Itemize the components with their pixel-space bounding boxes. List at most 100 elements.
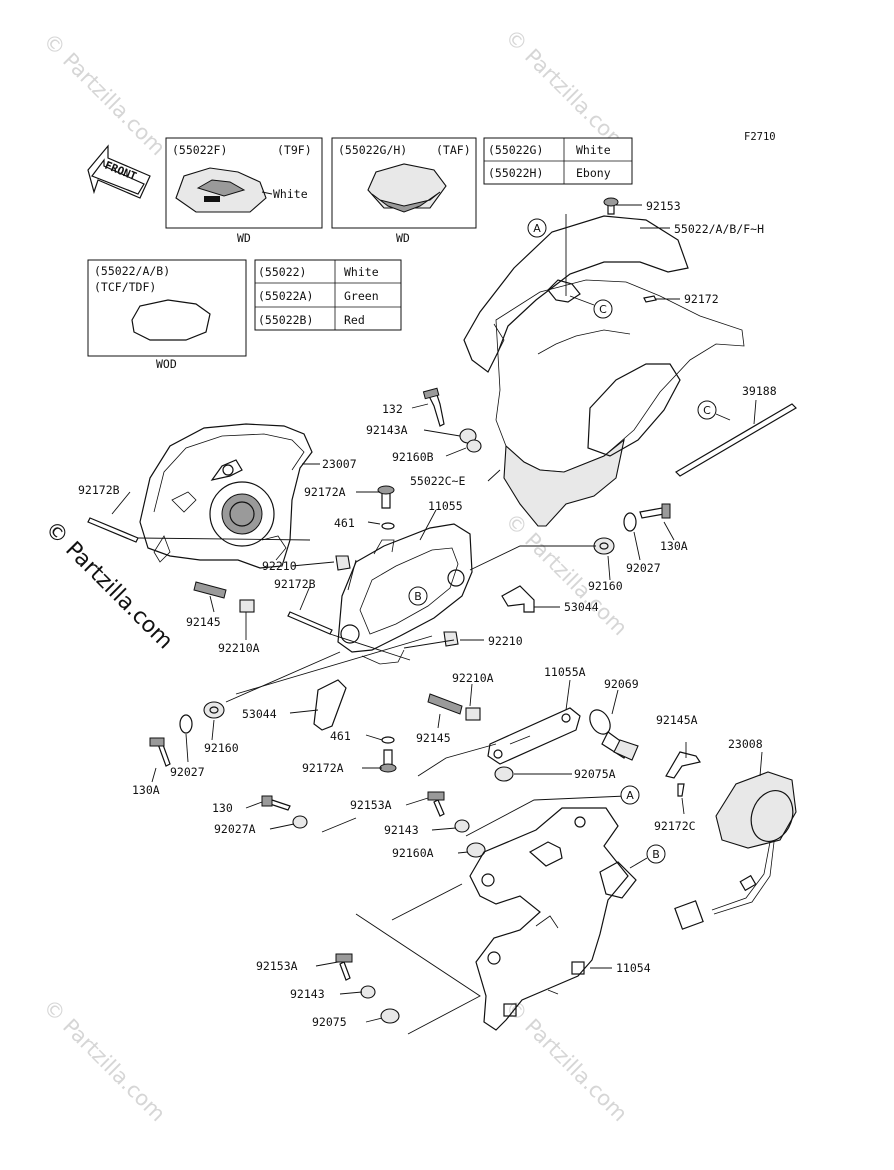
label-92153A-lower: 92153A (256, 959, 298, 973)
color-table-ab-part-2: (55022A) (258, 289, 313, 303)
label-92210A-mid: 92210A (452, 671, 494, 685)
color-table-ab-color-2: Green (344, 289, 379, 303)
figure-code: F2710 (744, 131, 776, 143)
label-92160B: 92160B (392, 450, 434, 464)
label-92172A-upper: 92172A (304, 485, 346, 499)
label-92153A-upper: 92153A (350, 798, 392, 812)
label-130A-left: 130A (132, 783, 160, 797)
watermark-top-left: © Partzilla.com (38, 29, 170, 161)
label-11054: 11054 (616, 961, 651, 975)
watermark-side: © Partzilla.com (40, 517, 178, 655)
ref-a-bottom: A (626, 789, 634, 802)
label-92210A-left: 92210A (218, 641, 260, 655)
trim-strip-39188 (675, 403, 797, 477)
bulb-92069 (589, 709, 639, 761)
color-table-gh-part-2: (55022H) (488, 166, 543, 180)
label-92160-left: 92160 (204, 741, 239, 755)
variant-t9f-part: (55022F) (172, 143, 227, 157)
variant-box-tcf: (55022/A/B) (TCF/TDF) WOD (87, 259, 247, 371)
variant-tcf-part: (55022/A/B) (94, 264, 170, 278)
variant-t9f-code: (T9F) (277, 143, 312, 157)
label-92027-left: 92027 (170, 765, 205, 779)
label-92172A-lower: 92172A (302, 761, 344, 775)
variant-taf-code: (TAF) (436, 143, 471, 157)
color-table-ab: (55022) White (55022A) Green (55022B) Re… (254, 259, 402, 331)
color-table-ab-color-3: Red (344, 313, 365, 327)
variant-taf-part: (55022G/H) (338, 143, 407, 157)
label-55022C: 55022C~E (410, 474, 465, 488)
label-130: 130 (212, 801, 233, 815)
label-55022: 55022/A/B/F~H (674, 222, 764, 236)
label-11055: 11055 (428, 499, 463, 513)
label-23007: 23007 (322, 457, 357, 471)
alignment-lines (137, 537, 627, 1035)
label-53044-left: 53044 (242, 707, 277, 721)
label-92160A: 92160A (392, 846, 434, 860)
color-table-ab-color-1: White (344, 265, 379, 279)
label-53044-right: 53044 (564, 600, 599, 614)
label-461-lower: 461 (330, 729, 351, 743)
label-92069: 92069 (604, 677, 639, 691)
upper-cowl (463, 214, 745, 527)
label-92153: 92153 (646, 199, 681, 213)
front-direction-arrow: FRONT (87, 144, 151, 199)
label-130A-right: 130A (660, 539, 688, 553)
springs-and-nuts (193, 555, 481, 721)
label-92027A: 92027A (214, 822, 256, 836)
watermark-mid-right: © Partzilla.com (500, 509, 632, 641)
watermark-bottom-left: © Partzilla.com (38, 995, 170, 1127)
headlight-23007 (139, 423, 313, 569)
label-92145A: 92145A (656, 713, 698, 727)
label-92075A: 92075A (574, 767, 616, 781)
color-table-gh-part-1: (55022G) (488, 143, 543, 157)
label-92143A: 92143A (366, 423, 408, 437)
variant-t9f-color: White (273, 187, 308, 201)
label-92145-left: 92145 (186, 615, 221, 629)
ref-a-top: A (533, 222, 541, 235)
label-39188: 39188 (742, 384, 777, 398)
color-table-gh-color-2: Ebony (576, 166, 611, 180)
label-132: 132 (382, 402, 403, 416)
variant-box-taf: (55022G/H) (TAF) WD (331, 137, 477, 245)
position-lamp-23008 (674, 771, 797, 930)
ref-b-mid: B (414, 590, 422, 603)
label-92210-mid: 92210 (488, 634, 523, 648)
variant-t9f-caption: WD (237, 231, 251, 245)
label-461-upper: 461 (334, 516, 355, 530)
label-92027-right: 92027 (626, 561, 661, 575)
ref-c-strip: C (703, 404, 711, 417)
label-92143-lower: 92143 (290, 987, 325, 1001)
variant-tcf-caption: WOD (156, 357, 177, 371)
clip-92145A (665, 751, 701, 779)
label-23008: 23008 (728, 737, 763, 751)
variant-box-t9f: (55022F) (T9F) White WD (165, 137, 323, 245)
label-92145-mid: 92145 (416, 731, 451, 745)
label-92160-right: 92160 (588, 579, 623, 593)
variant-taf-caption: WD (396, 231, 410, 245)
front-arrow-label: FRONT (103, 159, 139, 184)
watermark-top-right: © Partzilla.com (500, 25, 632, 157)
pipe-53044-right (501, 585, 535, 613)
part-labels: 92153 55022/A/B/F~H 92172 39188 132 9214… (78, 199, 777, 1029)
label-11055A: 11055A (544, 665, 586, 679)
label-92075: 92075 (312, 1015, 347, 1029)
label-92172B-left: 92172B (78, 483, 120, 497)
bolts (87, 197, 685, 981)
color-table-ab-part-1: (55022) (258, 265, 306, 279)
label-92210-upper: 92210 (262, 559, 297, 573)
label-92172C: 92172C (654, 819, 696, 833)
leader-lines (111, 204, 763, 1023)
color-table-gh-color-1: White (576, 143, 611, 157)
watermark-bottom-right: © Partzilla.com (500, 995, 632, 1127)
ref-c-top: C (599, 303, 607, 316)
lower-bracket-11054 (469, 807, 637, 1031)
variant-tcf-code: (TCF/TDF) (94, 280, 156, 294)
ref-b-bottom: B (652, 848, 660, 861)
color-table-gh: (55022G) White (55022H) Ebony (483, 137, 633, 185)
label-92172B-mid: 92172B (274, 577, 316, 591)
reference-letters: A C C B A B (408, 218, 731, 869)
color-table-ab-part-3: (55022B) (258, 313, 313, 327)
bracket-11055A (487, 707, 581, 765)
bracket-11055 (337, 523, 473, 665)
